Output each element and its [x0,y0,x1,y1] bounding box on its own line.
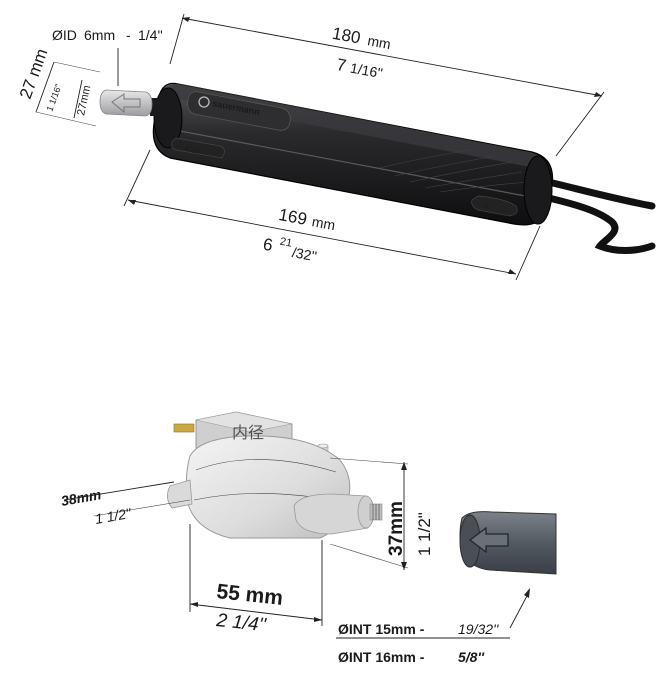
dimension-depth-38: 38mm 1 1/2" [60,481,191,527]
hose [459,511,557,575]
width-metric: 55 mm [215,580,284,610]
inner-length-metric-value: 169 [277,205,308,229]
arrow-left-icon [468,526,509,554]
bottom-reservoir-drawing: 内径 38mm 1 1/2" 55 mm 2 1/4'' [60,411,557,665]
hose-diameter-labels: ØINT 15mm - 19/32'' ØINT 16mm - 5/8'' [336,588,530,665]
button-right: + - [471,195,518,217]
hose-large-imperial: 5/8'' [458,649,485,665]
height-inner-metric: 27mm [75,84,93,116]
width-imperial: 2 1/4'' [214,610,268,636]
height-metric: 37mm [386,501,407,556]
length-imperial-whole: 7 [335,55,348,75]
inlet-label-prefix: ØID [52,27,77,43]
length-imperial-fraction: 1/16'' [349,60,384,82]
inner-length-imperial-num: 21 [279,236,293,250]
inner-length-imperial-whole: 6 [261,235,274,255]
dimension-height-37: 37mm 1 1/2" [329,457,434,570]
height-outer-imperial: 1 1/16" [44,83,63,113]
hose-small-imperial: 19/32'' [458,621,500,637]
button-right-label: + - [484,201,495,212]
brand-logo-plate: sauermann [187,91,291,131]
dimension-length-169: 169 mm 6 21 /32'' [123,149,541,281]
dimension-height-inner: 27mm [73,79,93,119]
height-imperial: 1 1/2" [415,512,434,556]
inner-length-imperial-den: /32'' [291,244,318,264]
height-outer-metric: 27 mm [16,46,52,101]
logo-icon [198,96,210,108]
hose-small-prefix: ØINT 15mm - [338,621,425,637]
brass-fitting [173,423,195,433]
button-left-label: < on [184,144,201,156]
inlet-imperial: 1/4'' [138,27,163,43]
button-left: < on [171,137,225,159]
inlet-metric: 6mm [84,27,115,43]
length-metric-unit: mm [366,32,392,52]
arrow-left-icon [111,93,141,114]
inner-length-metric-unit: mm [311,213,337,233]
length-metric-value: 180 [331,24,362,48]
inlet-separator: - [126,27,131,43]
reservoir-body: 内径 [167,411,383,539]
dimension-width-55: 55 mm 2 1/4'' [189,524,323,636]
watermark-text: 内径 [232,424,264,442]
leader-arrow-icon [524,588,530,598]
depth-imperial: 1 1/2" [94,505,133,527]
inlet-nozzle [99,89,164,117]
depth-metric: 38mm [60,486,103,509]
dimension-length-180: 180 mm 7 1/16'' [169,13,605,157]
power-cables [536,176,656,254]
hose-large-prefix: ØINT 16mm - [338,649,425,665]
top-pump-drawing: sauermann < on + - 180 mm 7 [16,13,656,281]
inlet-label: ØID 6mm - 1/4'' [52,27,163,86]
